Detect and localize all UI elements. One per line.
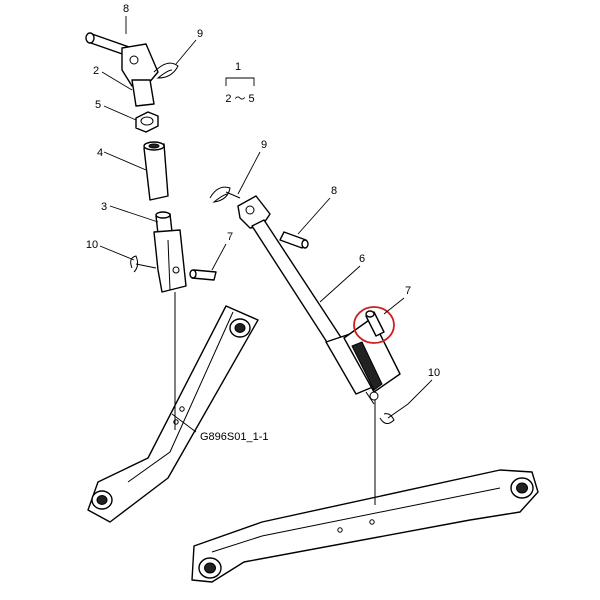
right-lower-link-arm: [191, 469, 539, 583]
callout-7-right: 7: [405, 285, 411, 297]
callout-9-top: 9: [197, 28, 203, 40]
callout-labels: 8 9 2 5 4 3 10 7 9 8 6 7 10: [86, 3, 440, 379]
part-7-pin-right: [365, 310, 385, 337]
part-3-bracket: [153, 211, 187, 293]
assembly-note: 1 2 ～ 5: [225, 61, 254, 105]
assembly-note-top: 1: [235, 61, 241, 73]
callout-8-mid: 8: [331, 185, 337, 197]
part-2-clevis-top: [121, 43, 159, 107]
part-9-spring-clip-top: [153, 62, 179, 79]
left-lower-link-arm: [87, 305, 259, 523]
callout-3: 3: [101, 201, 107, 213]
callout-2: 2: [93, 65, 99, 77]
part-10-clip-right: [379, 403, 409, 424]
leader-lines: [99, 16, 433, 433]
diagram-code: G896S01_1-1: [200, 431, 269, 443]
part-9-spring-clip-mid: [209, 186, 241, 203]
callout-6: 6: [359, 253, 365, 265]
part-7-pin-left: [189, 269, 217, 281]
callout-10-left: 10: [86, 239, 98, 251]
part-8-pin-top: [85, 32, 133, 57]
callout-7-left: 7: [227, 231, 233, 243]
callout-8-top: 8: [123, 3, 129, 15]
callout-9-mid: 9: [261, 139, 267, 151]
part-10-clip-left: [130, 255, 157, 273]
assembly-note-bottom: 2 ～ 5: [225, 93, 254, 105]
part-8-pin-mid: [279, 231, 309, 249]
highlight-circle-part-7: [353, 306, 395, 344]
part-4-pipe: [143, 141, 169, 201]
part-6-top-link: [237, 195, 401, 405]
callout-5: 5: [95, 99, 101, 111]
callout-4: 4: [97, 147, 103, 159]
callout-10-right: 10: [428, 367, 440, 379]
part-5-nut: [135, 111, 159, 133]
